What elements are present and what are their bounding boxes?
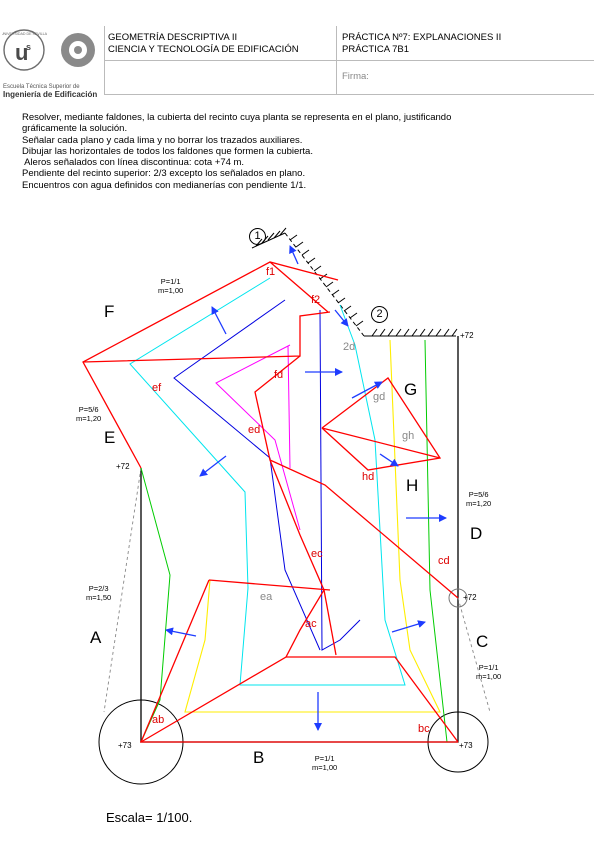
plane-letter-D: D	[470, 524, 483, 543]
arrow-2	[334, 309, 349, 327]
slope-E-m: m=1,20	[76, 414, 102, 423]
label-ab: ab	[152, 714, 165, 726]
school-line2: Ingeniería de Edificación	[3, 90, 98, 99]
header-divider-3	[104, 60, 594, 61]
slope-F-p: P=1/1	[160, 277, 181, 286]
label-ea: ea	[260, 591, 273, 603]
label-gh: gh	[402, 430, 415, 442]
svg-text:UNIVERSIDAD DE SEVILLA: UNIVERSIDAD DE SEVILLA	[2, 32, 48, 36]
elevation-72-right: +72	[463, 593, 477, 602]
instruction-line: gráficamente la solución.	[22, 123, 128, 135]
label-f2: f2	[311, 294, 321, 306]
instruction-line: Aleros señalados con línea discontinua: …	[22, 157, 245, 169]
flow-arrows	[165, 245, 447, 731]
instruction-line: Resolver, mediante faldones, la cubierta…	[22, 112, 452, 123]
circled-label-2-text: 2	[376, 308, 383, 320]
eaves-dashed-lines	[103, 467, 491, 713]
practice-code: PRÁCTICA 7B1	[342, 44, 410, 55]
contour-yellow	[184, 339, 441, 713]
label-f1: f1	[266, 266, 276, 278]
plane-letter-A: A	[90, 628, 102, 647]
label-cd: cd	[438, 555, 450, 567]
label-hd: hd	[362, 471, 375, 483]
slope-B-p: P=1/1	[314, 754, 335, 763]
arrow-h	[379, 453, 399, 467]
circled-label-2: 2	[371, 306, 388, 323]
slope-A: P=2/3 m=1,50	[86, 584, 111, 602]
plane-letter-B: B	[253, 748, 265, 767]
slope-C-m: m=1,00	[476, 672, 502, 681]
contour-cyan	[129, 277, 406, 686]
arrow-c	[391, 620, 426, 633]
party-wall-hatching	[251, 227, 458, 337]
corner-circles	[98, 588, 489, 785]
header: u s UNIVERSIDAD DE SEVILLA Escuela Técni…	[0, 0, 599, 100]
slope-B-m: m=1,00	[312, 763, 338, 772]
slope-E-p: P=5/6	[78, 405, 99, 414]
label-ec: ec	[311, 548, 323, 560]
elevation-73-left: +73	[118, 741, 132, 750]
contour-green	[140, 339, 448, 743]
arrow-f	[211, 306, 227, 335]
elevation-73-right: +73	[459, 741, 473, 750]
arrow-g	[351, 381, 383, 399]
slope-B: P=1/1 m=1,00	[312, 754, 337, 772]
label-bc: bc	[418, 723, 430, 735]
label-2d: 2d	[343, 341, 356, 353]
label-fd: fd	[274, 369, 284, 381]
wall-top-left	[251, 232, 286, 249]
svg-text:u: u	[15, 40, 28, 65]
slope-A-m: m=1,50	[86, 593, 112, 602]
course-subtitle: CIENCIA Y TECNOLOGÍA DE EDIFICACIÓN	[108, 44, 299, 55]
circled-label-1-text: 1	[254, 230, 261, 242]
arrow-e	[199, 455, 227, 477]
instruction-line: Pendiente del recinto superior: 2/3 exce…	[22, 168, 306, 180]
signature-label: Firma:	[342, 71, 369, 82]
hatch-ticks	[255, 227, 458, 337]
instructions: Resolver, mediante faldones, la cubierta…	[22, 112, 582, 191]
ridges-red	[82, 261, 459, 743]
plane-letter-F: F	[104, 302, 115, 321]
slope-F: P=1/1 m=1,00	[158, 277, 183, 295]
elevation-72-left: +72	[116, 462, 130, 471]
practice-title: PRÁCTICA Nº7: EXPLANACIONES II	[342, 32, 502, 43]
arrow-f1	[289, 245, 299, 265]
plane-letter-E: E	[104, 428, 116, 447]
school-line1: Escuela Técnica Superior de	[3, 84, 80, 90]
wall-right-diagonal	[284, 232, 365, 337]
slope-C: P=1/1 m=1,00	[476, 663, 501, 681]
plane-letter-G: G	[404, 380, 418, 399]
slope-C-p: P=1/1	[478, 663, 499, 672]
elevation-72-top-right: +72	[460, 331, 474, 340]
label-ac: ac	[305, 618, 317, 630]
contour-magenta	[215, 344, 301, 531]
label-ed: ed	[248, 424, 261, 436]
svg-text:s: s	[26, 42, 31, 52]
university-logo: u s UNIVERSIDAD DE SEVILLA	[2, 29, 95, 71]
scale-text: Escala= 1/100.	[106, 810, 193, 825]
instruction-line: Encuentros con agua definidos con median…	[22, 179, 307, 191]
circled-label-1: 1	[249, 228, 266, 245]
plane-letter-C: C	[476, 632, 489, 651]
slope-A-p: P=2/3	[88, 584, 109, 593]
plane-letter-H: H	[406, 476, 419, 495]
instruction-line: Dibujar las horizontales de todos los fa…	[22, 145, 313, 157]
slope-F-m: m=1,00	[158, 286, 184, 295]
arrow-a	[165, 627, 197, 637]
label-gd: gd	[373, 391, 386, 403]
course-title: GEOMETRÍA DESCRIPTIVA II	[108, 32, 238, 43]
slope-D-m: m=1,20	[466, 499, 492, 508]
slope-E: P=5/6 m=1,20	[76, 405, 101, 423]
slope-D-p: P=5/6	[468, 490, 489, 499]
slope-D: P=5/6 m=1,20	[466, 490, 491, 508]
instruction-line: Señalar cada plano y cada lima y no borr…	[22, 134, 303, 146]
label-ef: ef	[152, 382, 162, 394]
header-divider-4	[104, 94, 594, 95]
